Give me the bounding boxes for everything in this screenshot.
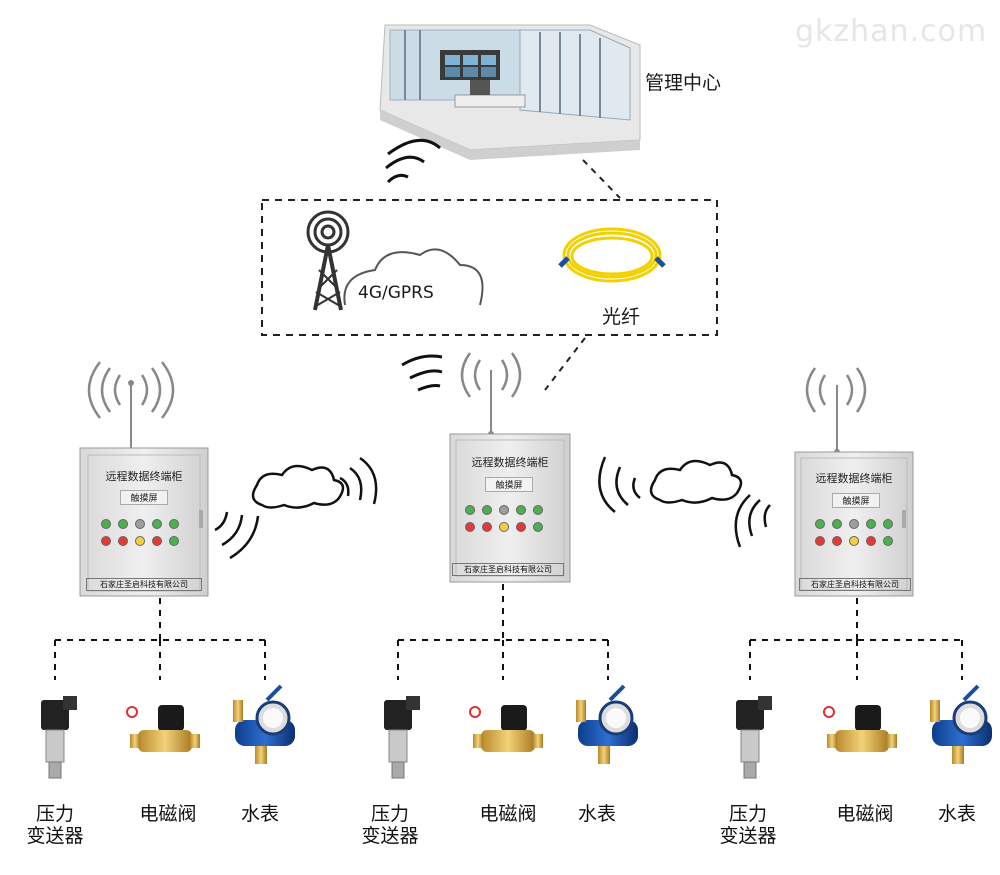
cloud-icon <box>343 248 484 306</box>
pressure-transmitter-icon <box>41 696 77 779</box>
fiber-cable-icon <box>558 227 666 283</box>
device-label-meter: 水表 <box>240 803 279 825</box>
pressure-transmitter-icon <box>736 696 772 779</box>
network-box <box>261 199 718 336</box>
water-meter-icon <box>233 684 295 764</box>
indicator-light <box>883 536 893 546</box>
wireless-link-right <box>598 456 771 548</box>
device-label-valve: 电磁阀 <box>836 803 894 825</box>
indicator-light <box>135 536 145 546</box>
indicator-light <box>499 505 509 515</box>
cabinet-screen: 触摸屏 <box>120 490 168 505</box>
indicator-light <box>101 519 111 529</box>
device-label-valve: 电磁阀 <box>139 803 197 825</box>
signal-waves-icon <box>385 138 442 184</box>
device-label-pressure: 压力 变送器 <box>361 803 419 847</box>
indicator-light <box>533 505 543 515</box>
watermark: gkzhan.com <box>795 14 988 49</box>
water-meter-icon <box>576 684 638 764</box>
cell-tower-icon <box>306 210 350 311</box>
indicator-light <box>849 536 859 546</box>
indicator-light <box>465 522 475 532</box>
indicator-light <box>152 536 162 546</box>
cabinet-company: 石家庄圣启科技有限公司 <box>452 563 564 576</box>
indicator-light <box>866 519 876 529</box>
cabinet-title: 远程数据终端柜 <box>815 472 893 485</box>
cabinet-screen: 触摸屏 <box>832 493 880 508</box>
cabinet-title: 远程数据终端柜 <box>471 456 549 469</box>
indicator-light <box>815 536 825 546</box>
indicator-light <box>169 536 179 546</box>
cabinet-title: 远程数据终端柜 <box>105 470 183 483</box>
device-label-pressure: 压力 变送器 <box>26 803 84 847</box>
solenoid-valve-icon <box>823 705 897 752</box>
indicator-light <box>169 519 179 529</box>
indicator-light <box>482 522 492 532</box>
device-label-meter: 水表 <box>937 803 976 825</box>
indicator-light <box>866 536 876 546</box>
indicator-light <box>118 536 128 546</box>
device-label-valve: 电磁阀 <box>479 803 537 825</box>
indicator-light <box>832 519 842 529</box>
water-meter-icon <box>930 684 992 764</box>
wireless-label: 4G/GPRS <box>358 283 434 303</box>
fiber-label: 光纤 <box>602 306 641 328</box>
indicator-light <box>118 519 128 529</box>
indicator-light <box>135 519 145 529</box>
indicator-light <box>883 519 893 529</box>
indicator-light <box>152 519 162 529</box>
management-center-label: 管理中心 <box>645 72 722 94</box>
solenoid-valve-icon <box>126 705 200 752</box>
device-connections <box>54 584 963 680</box>
indicator-light <box>516 505 526 515</box>
indicator-light <box>832 536 842 546</box>
cabinet-company: 石家庄圣启科技有限公司 <box>799 578 911 591</box>
indicator-light <box>499 522 509 532</box>
cabinet-screen: 触摸屏 <box>485 477 533 492</box>
wireless-link-left <box>214 456 378 560</box>
indicator-light <box>101 536 111 546</box>
indicator-light <box>815 519 825 529</box>
indicator-light <box>533 522 543 532</box>
indicator-light <box>516 522 526 532</box>
indicator-light <box>849 519 859 529</box>
solenoid-valve-icon <box>469 705 543 752</box>
indicator-light <box>465 505 475 515</box>
device-label-meter: 水表 <box>577 803 616 825</box>
pressure-transmitter-icon <box>384 696 420 779</box>
device-label-pressure: 压力 变送器 <box>719 803 777 847</box>
control-room-icon <box>379 24 641 160</box>
cabinet-company: 石家庄圣启科技有限公司 <box>86 578 202 591</box>
indicator-light <box>482 505 492 515</box>
